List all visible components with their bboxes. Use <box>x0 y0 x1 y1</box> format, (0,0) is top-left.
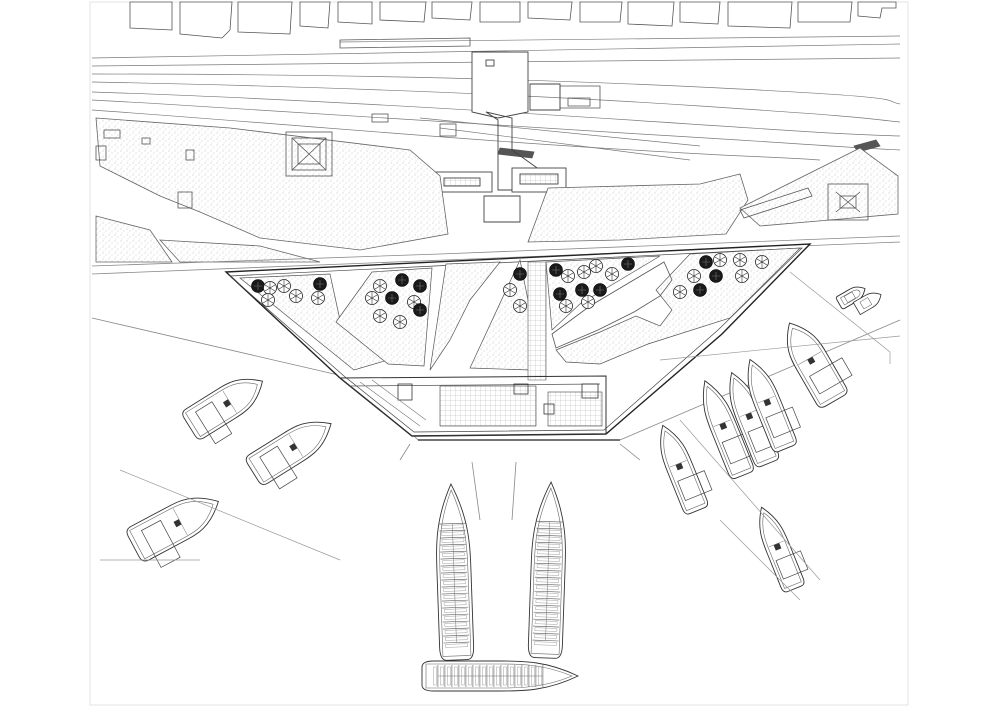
tree-icon <box>673 285 687 299</box>
yacht-icon <box>835 286 866 310</box>
roof-trees <box>251 253 769 329</box>
tree-icon <box>699 255 713 269</box>
cruise-ship-icon <box>436 483 475 661</box>
ship-icon <box>786 322 853 408</box>
platforms <box>339 37 881 159</box>
landscape-parcels <box>95 117 899 263</box>
tree-icon <box>553 287 567 301</box>
ship-icon <box>702 379 758 480</box>
ship-icon <box>182 378 264 445</box>
tree-icon <box>575 283 589 297</box>
tree-icon <box>589 259 603 273</box>
tree-icon <box>413 279 427 293</box>
tree-icon <box>605 267 619 281</box>
tree-icon <box>395 273 409 287</box>
ship-icon <box>126 497 219 568</box>
tree-icon <box>687 269 701 283</box>
tree-icon <box>561 269 575 283</box>
tree-icon <box>313 277 327 291</box>
tree-icon <box>513 299 527 313</box>
tree-icon <box>549 263 563 277</box>
city-blocks <box>129 1 897 39</box>
tree-icon <box>413 303 427 317</box>
tree-icon <box>261 293 275 307</box>
tree-icon <box>755 255 769 269</box>
cruise-ship-icon <box>421 660 580 692</box>
tree-icon <box>693 283 707 297</box>
tree-icon <box>289 289 303 303</box>
tree-icon <box>365 291 379 305</box>
tree-icon <box>503 283 517 297</box>
tree-icon <box>733 253 747 267</box>
tree-icon <box>373 279 387 293</box>
railway-tracks <box>91 35 901 161</box>
station-building <box>427 51 567 223</box>
tree-icon <box>513 267 527 281</box>
tree-icon <box>277 279 291 293</box>
tree-icon <box>581 295 595 309</box>
cruise-ship-icon <box>527 481 566 659</box>
tree-icon <box>709 269 723 283</box>
ship-icon <box>660 424 713 515</box>
yacht-icon <box>852 292 882 316</box>
ship-icon <box>759 506 809 593</box>
tree-icon <box>577 265 591 279</box>
tree-icon <box>713 253 727 267</box>
moored-vessels <box>126 286 882 692</box>
tree-icon <box>385 291 399 305</box>
small-structures <box>95 113 869 221</box>
tree-icon <box>311 291 325 305</box>
tree-icon <box>559 299 573 313</box>
ship-icon <box>245 421 332 490</box>
tree-icon <box>593 283 607 297</box>
tree-icon <box>251 279 265 293</box>
tree-icon <box>735 269 749 283</box>
tree-icon <box>263 281 277 295</box>
quay-lines <box>100 271 901 601</box>
tree-icon <box>393 315 407 329</box>
ship-icon <box>747 358 801 453</box>
tree-icon <box>373 309 387 323</box>
tree-icon <box>621 257 635 271</box>
